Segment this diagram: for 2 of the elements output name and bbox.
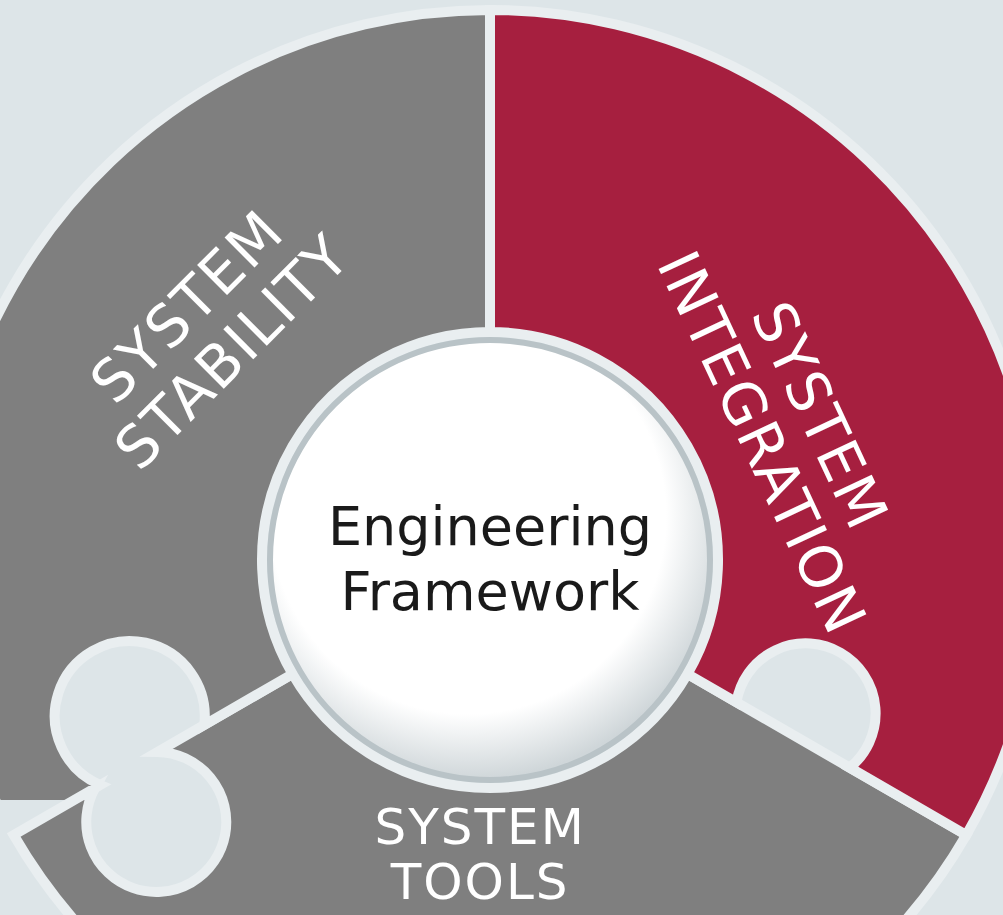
center-label: Engineering Framework: [328, 495, 652, 625]
segment-label: SYSTEM TOOLS: [374, 800, 586, 910]
